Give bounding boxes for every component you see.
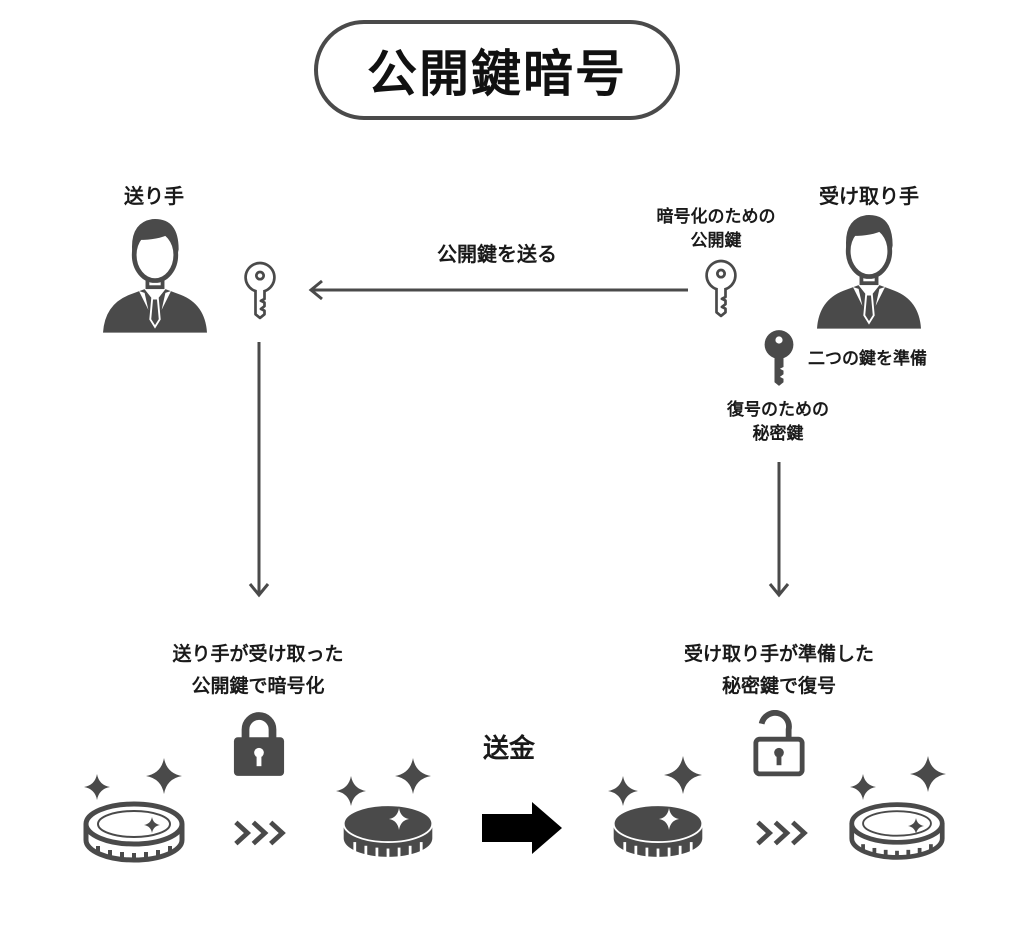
public-key-caption: 暗号化のための 公開鍵 — [657, 205, 776, 253]
decrypted-coin-icon — [852, 805, 942, 859]
prepare-two-keys-label: 二つの鍵を準備 — [808, 349, 927, 369]
sender-label: 送り手 — [124, 184, 184, 208]
decrypt-step-line1: 受け取り手が準備した — [683, 643, 875, 665]
encrypt-step-line1: 送り手が受け取った — [172, 643, 344, 665]
sparkle-icon — [850, 774, 876, 800]
sparkle-icon — [664, 756, 702, 794]
sparkle-icon — [910, 756, 946, 792]
sender-person-icon — [103, 219, 207, 333]
chevrons-icon — [236, 822, 282, 843]
sparkle-icon — [146, 758, 182, 794]
sender-public-key-icon — [244, 261, 276, 320]
send-key-arrow — [308, 279, 688, 301]
public-key-caption-line2: 公開鍵 — [690, 231, 742, 251]
sparkle-icon — [395, 758, 431, 794]
sparkle-icon — [659, 808, 679, 830]
sparkle-icon — [389, 808, 409, 830]
sender-down-arrow — [248, 342, 270, 598]
lock-closed-icon — [234, 716, 284, 776]
arrow-right-icon — [482, 802, 562, 854]
send-public-key-label: 公開鍵を送る — [437, 242, 557, 266]
private-key-caption-line2: 秘密鍵 — [752, 424, 804, 444]
decrypt-step-line2: 秘密鍵で復号 — [721, 675, 837, 697]
sparkle-icon — [608, 776, 638, 806]
encrypt-step-label: 送り手が受け取った 公開鍵で暗号化 — [172, 638, 343, 702]
received-coin-icon — [612, 803, 704, 860]
private-key-caption: 復号のための 秘密鍵 — [727, 398, 829, 446]
receiver-public-key-icon — [705, 259, 737, 318]
public-key-caption-line1: 暗号化のための — [656, 207, 776, 227]
lock-open-icon — [756, 713, 802, 774]
decrypt-step-label: 受け取り手が準備した 秘密鍵で復号 — [684, 638, 874, 702]
private-key-caption-line1: 復号のための — [727, 400, 829, 420]
page-title: 公開鍵暗号 — [314, 20, 680, 120]
original-coin-icon — [86, 804, 182, 861]
sparkle-icon — [84, 774, 110, 800]
receiver-label: 受け取り手 — [819, 184, 919, 208]
encrypt-step-line2: 公開鍵で暗号化 — [191, 675, 325, 697]
private-key-icon — [764, 330, 794, 386]
receiver-down-arrow — [768, 462, 790, 598]
encrypted-coin-icon — [342, 803, 434, 860]
receiver-person-icon — [817, 215, 921, 329]
sparkle-icon — [336, 776, 366, 806]
chevrons-icon — [758, 822, 804, 843]
transfer-label: 送金 — [482, 734, 536, 764]
